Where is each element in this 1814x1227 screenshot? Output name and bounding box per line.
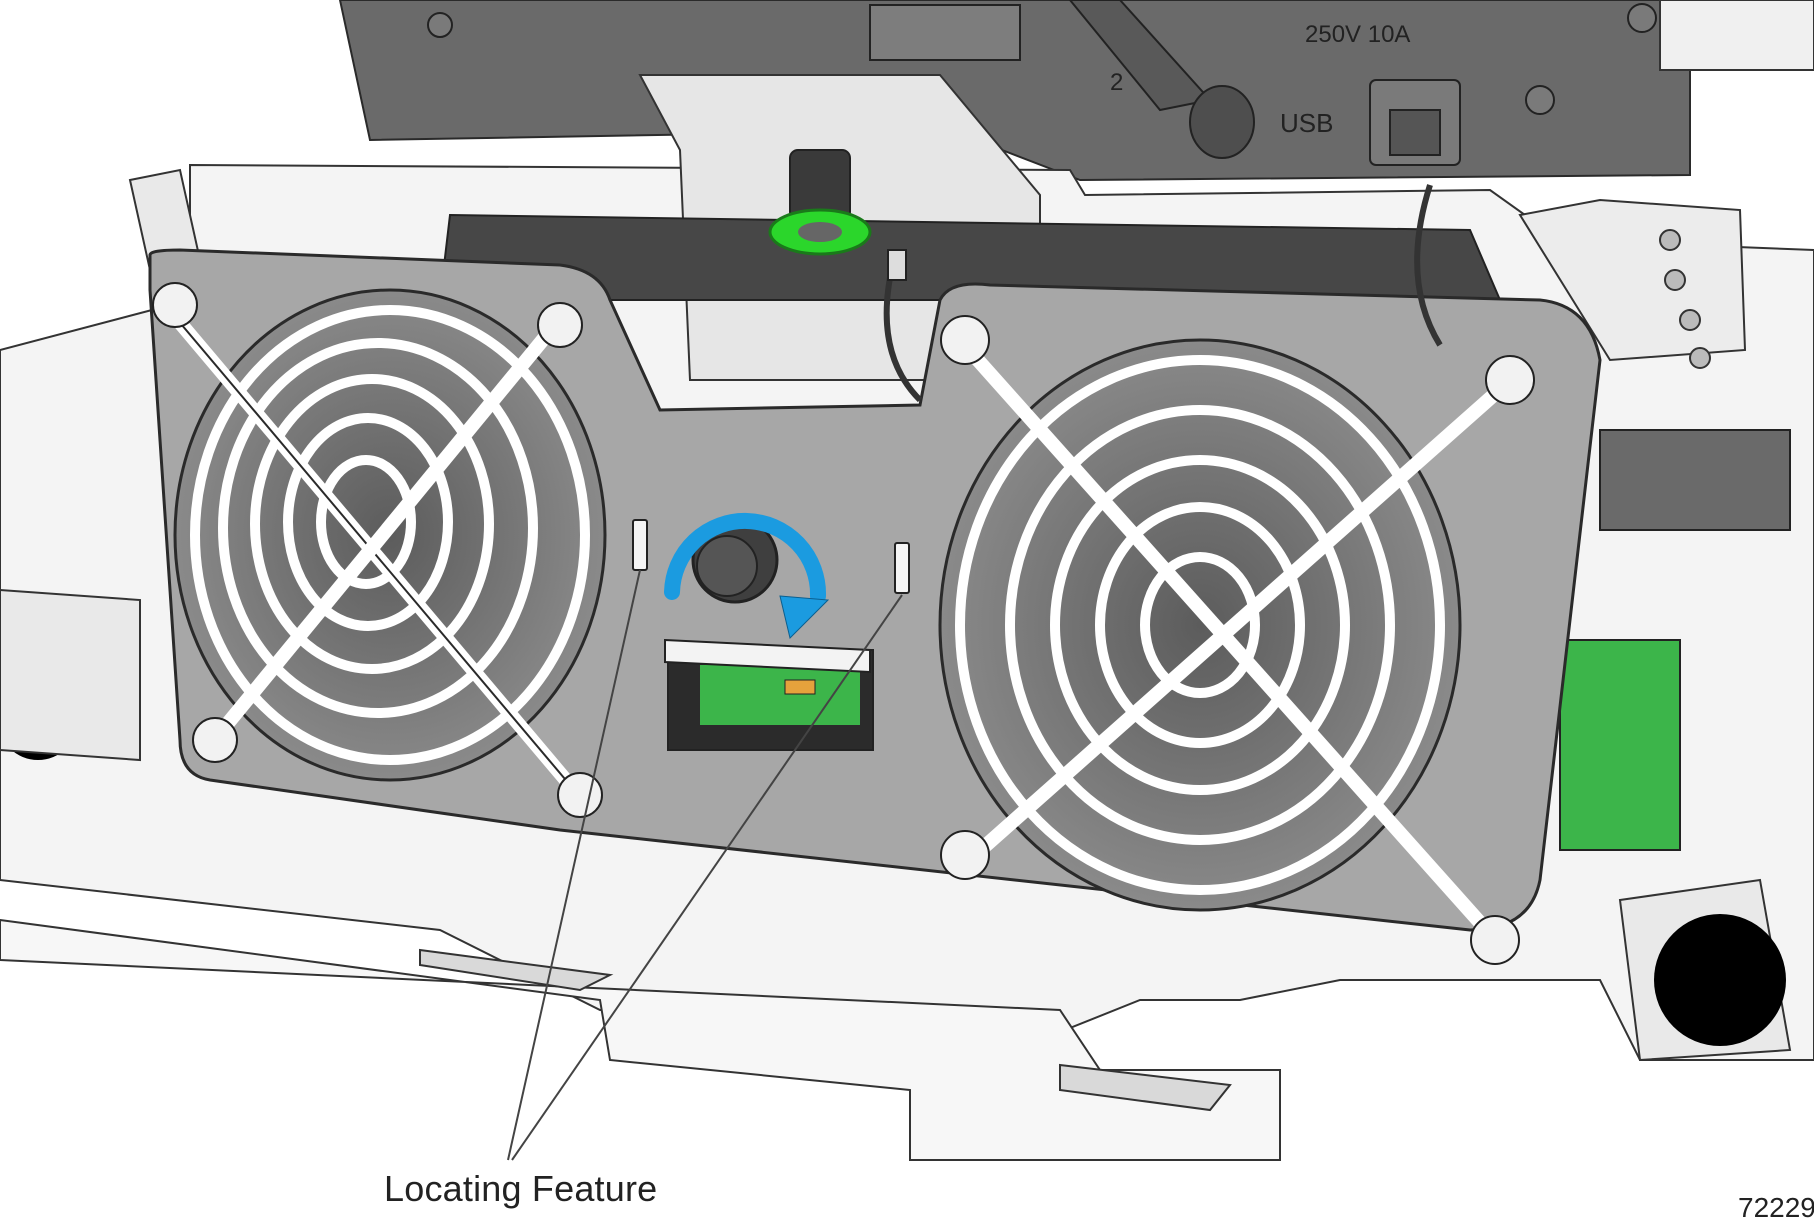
phillips-screw-icon (537, 302, 583, 348)
phillips-screw-icon (1485, 355, 1535, 405)
digit-label: 2 (1110, 69, 1123, 96)
locating-slot-left (632, 519, 648, 571)
locating-slot-right (894, 542, 910, 594)
phillips-screw-icon (1627, 3, 1657, 33)
phillips-screw-icon (557, 772, 603, 818)
usb-label: USB (1280, 108, 1333, 138)
thumbscrew-knob (691, 516, 779, 604)
power-rating-label: 250V 10A (1305, 21, 1410, 48)
figure-number: 72229 (1738, 1192, 1814, 1223)
right-fan (938, 315, 1535, 965)
rear-chassis: USB 250V 10A 24V 2 (338, 0, 1814, 182)
phillips-screw-icon (192, 717, 238, 763)
green-grommet (768, 149, 872, 256)
phillips-screw-icon (1525, 85, 1555, 115)
callout-leaders (507, 569, 903, 1161)
locating-feature-slots (632, 519, 910, 594)
phillips-screw-icon (940, 315, 990, 365)
left-fan (152, 282, 607, 818)
clockwise-arrow-icon (664, 512, 830, 639)
pcb-window (664, 638, 874, 751)
phillips-screw-icon (427, 12, 453, 38)
phillips-screw-icon (940, 830, 990, 880)
cable-tie (883, 184, 1443, 403)
callout-label: Locating Feature (384, 1168, 658, 1209)
right-pcb (1559, 639, 1681, 851)
phillips-screw-icon (152, 282, 198, 328)
phillips-screw-icon (1470, 915, 1520, 965)
